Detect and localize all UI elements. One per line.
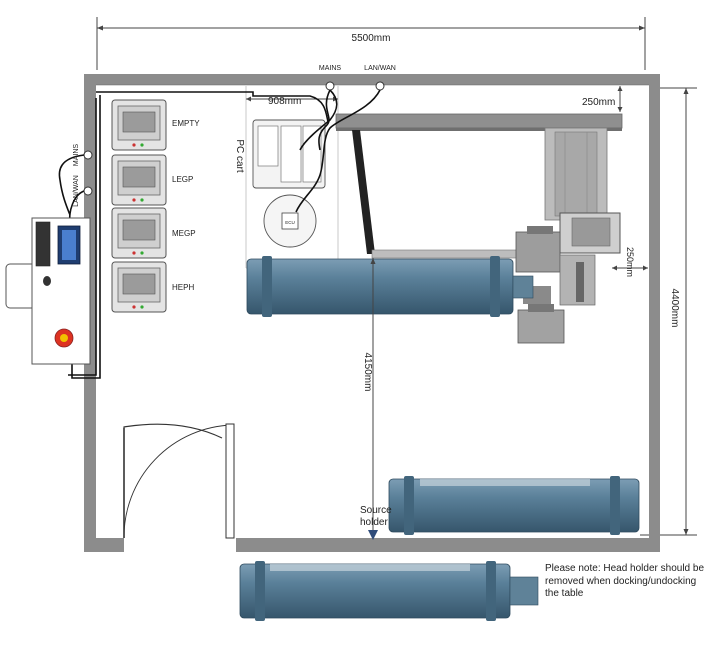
scanner-table-outside — [239, 561, 539, 621]
lan-socket-left — [83, 186, 93, 196]
scanner-table-lower — [388, 476, 640, 535]
mains-left-label: MAINS — [73, 144, 80, 167]
cart-offset-label: 908mm — [268, 96, 301, 107]
operator-console — [5, 217, 91, 365]
cabinet-legp — [111, 154, 167, 206]
cabinet-label-empty: EMPTY — [172, 119, 200, 128]
lan-left-label: LAN/WAN — [73, 175, 80, 207]
mains-socket-top — [325, 81, 335, 91]
source-holder-label-line1: Source — [360, 505, 392, 516]
ecu-label: ECU — [285, 220, 295, 225]
mains-socket-left — [83, 150, 93, 160]
scanner-table-upper — [246, 256, 534, 317]
source-holder-marker — [368, 530, 378, 540]
right-offset-label: 250mm — [625, 247, 635, 277]
cables — [58, 89, 381, 379]
keyboard — [35, 221, 51, 267]
pc-cart — [252, 119, 326, 248]
cabinet-megp — [111, 207, 167, 259]
head-holder-note: Please note: Head holder should be remov… — [545, 563, 705, 599]
cabinet-empty — [111, 99, 167, 151]
bed-structure — [335, 113, 623, 344]
width-dimension — [96, 17, 646, 70]
top-offset-label: 250mm — [582, 97, 615, 108]
cabinet-group — [111, 99, 167, 313]
cabinet-label-heph: HEPH — [172, 283, 194, 292]
mains-top-label: MAINS — [319, 65, 342, 72]
door — [123, 423, 235, 539]
cabinet-label-legp: LEGP — [172, 175, 193, 184]
source-holder-label-line2: holder — [360, 517, 388, 528]
table-length-label: 4150mm — [362, 353, 373, 392]
height-label: 4400mm — [669, 289, 680, 328]
mouse — [43, 276, 51, 286]
width-label: 5500mm — [352, 33, 391, 44]
cabinet-label-megp: MEGP — [172, 229, 196, 238]
cabinet-heph — [111, 261, 167, 313]
height-dimension — [640, 87, 697, 536]
lan-socket-top — [375, 81, 385, 91]
lan-top-label: LAN/WAN — [364, 65, 396, 72]
pc-cart-label: PC cart — [234, 139, 245, 173]
